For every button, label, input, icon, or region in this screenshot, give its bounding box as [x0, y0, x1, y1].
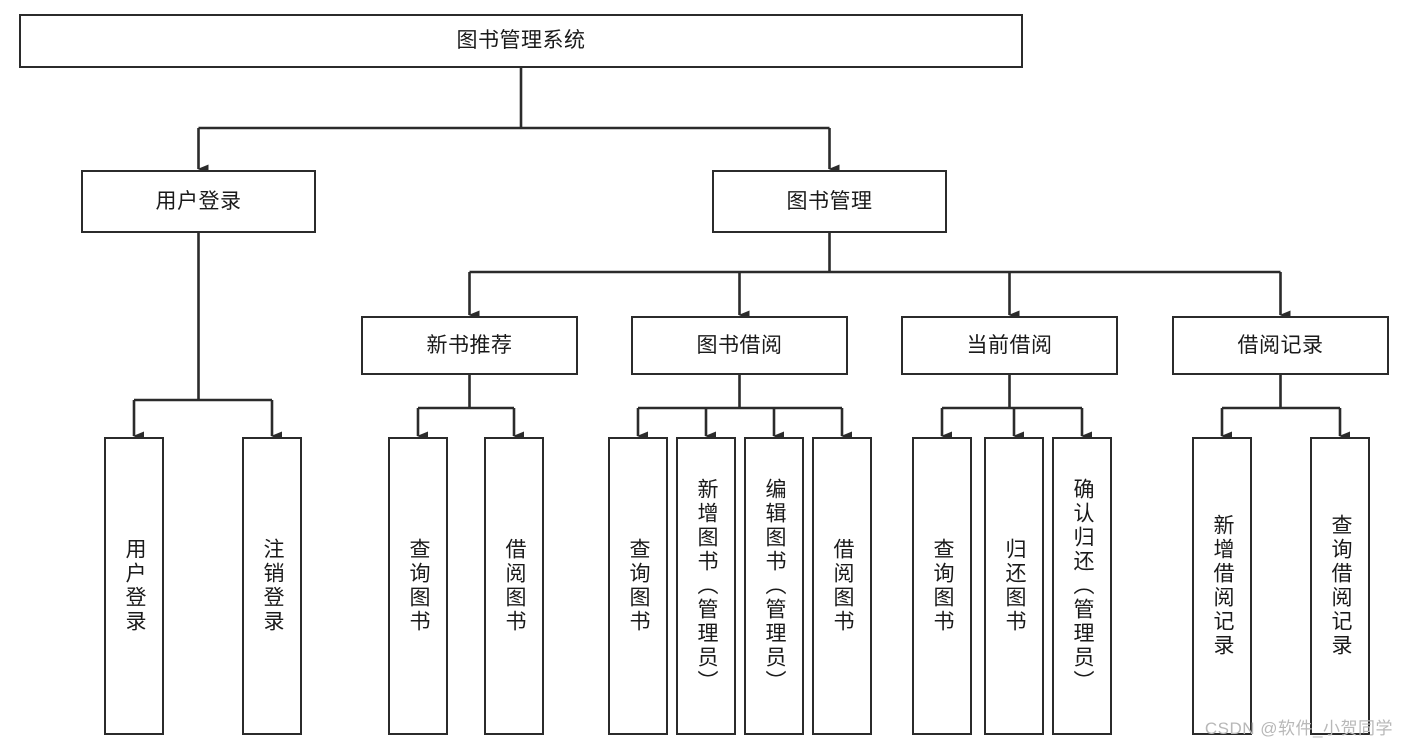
node-user-login[interactable]: 用户登录: [81, 170, 316, 233]
node-book-borrow[interactable]: 图书借阅: [631, 316, 848, 375]
watermark: CSDN @软件_小贺同学: [1204, 719, 1393, 738]
node-leaf-query-book-1[interactable]: 查询图书: [388, 437, 448, 735]
node-leaf-query-book-3[interactable]: 查询图书: [912, 437, 972, 735]
node-label: 编辑图书（管理员）: [763, 478, 787, 694]
node-label: 归还图书: [1003, 538, 1027, 634]
node-leaf-edit-book[interactable]: 编辑图书（管理员）: [744, 437, 804, 735]
node-leaf-query-record[interactable]: 查询借阅记录: [1310, 437, 1370, 735]
node-label: 借阅记录: [1237, 333, 1324, 357]
node-leaf-add-record[interactable]: 新增借阅记录: [1192, 437, 1252, 735]
node-current-borrow[interactable]: 当前借阅: [901, 316, 1118, 375]
node-leaf-borrow-book-1[interactable]: 借阅图书: [484, 437, 544, 735]
node-borrow-record[interactable]: 借阅记录: [1172, 316, 1389, 375]
node-new-book-recommend[interactable]: 新书推荐: [361, 316, 578, 375]
node-label: 查询借阅记录: [1329, 514, 1353, 658]
node-label: 用户登录: [155, 189, 242, 213]
node-label: 图书借阅: [696, 333, 783, 357]
node-label: 新书推荐: [426, 333, 513, 357]
node-label: 查询图书: [931, 538, 955, 634]
node-label: 查询图书: [627, 538, 651, 634]
node-label: 借阅图书: [831, 538, 855, 634]
node-label: 注销登录: [261, 538, 285, 634]
node-label: 图书管理: [786, 189, 873, 213]
node-leaf-query-book-2[interactable]: 查询图书: [608, 437, 668, 735]
node-label: 当前借阅: [966, 333, 1053, 357]
node-label: 图书管理系统: [456, 29, 586, 53]
node-leaf-user-login[interactable]: 用户登录: [104, 437, 164, 735]
node-leaf-borrow-book-2[interactable]: 借阅图书: [812, 437, 872, 735]
node-leaf-confirm-return[interactable]: 确认归还（管理员）: [1052, 437, 1112, 735]
node-leaf-add-book[interactable]: 新增图书（管理员）: [676, 437, 736, 735]
node-label: 确认归还（管理员）: [1071, 478, 1095, 694]
node-label: 查询图书: [407, 538, 431, 634]
node-label: 新增图书（管理员）: [695, 478, 719, 694]
node-label: 新增借阅记录: [1211, 514, 1235, 658]
node-label: 用户登录: [123, 538, 147, 634]
node-leaf-logout[interactable]: 注销登录: [242, 437, 302, 735]
node-root[interactable]: 图书管理系统: [19, 14, 1023, 68]
node-label: 借阅图书: [503, 538, 527, 634]
node-leaf-return-book[interactable]: 归还图书: [984, 437, 1044, 735]
node-book-management[interactable]: 图书管理: [712, 170, 947, 233]
